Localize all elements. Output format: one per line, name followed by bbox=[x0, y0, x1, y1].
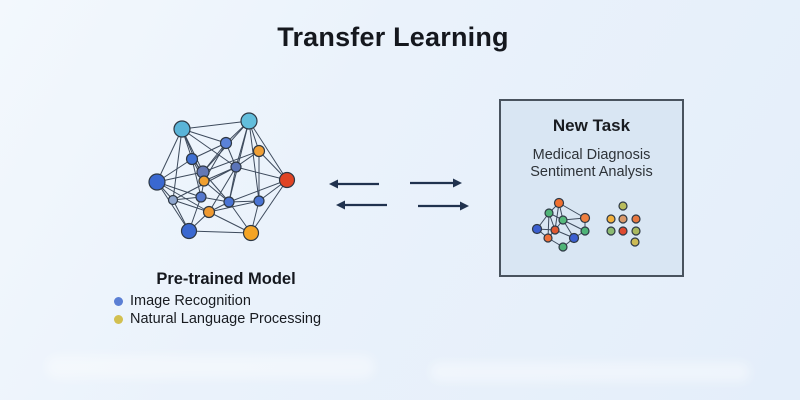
task-item-sentiment-analysis: Sentiment Analysis bbox=[530, 164, 653, 180]
pretrained-network-edge bbox=[172, 199, 210, 213]
newtask-scatter-dot bbox=[606, 214, 616, 224]
newtask-scatter-dot bbox=[630, 237, 640, 247]
page-title: Transfer Learning bbox=[277, 22, 509, 52]
newtask-network-node bbox=[553, 197, 565, 209]
transfer-arrow-head bbox=[329, 179, 338, 189]
newtask-network-node bbox=[543, 233, 553, 243]
newtask-scatter-dot bbox=[618, 201, 628, 211]
yellow-bullet-icon bbox=[114, 314, 123, 324]
newtask-network-node bbox=[558, 215, 568, 225]
legend-label: Natural Language Processing bbox=[130, 311, 322, 327]
pretrained-network-edge bbox=[228, 179, 288, 203]
pretrained-network-node bbox=[148, 173, 166, 191]
legend-label: Image Recognition bbox=[130, 293, 251, 309]
newtask-network-node bbox=[558, 242, 568, 252]
newtask-scatter-dot bbox=[618, 214, 628, 224]
new-task-panel: New Task Medical Diagnosis Sentiment Ana… bbox=[499, 99, 684, 277]
pretrained-network-edge bbox=[156, 181, 190, 232]
newtask-network-node bbox=[579, 212, 591, 224]
watermark-blob bbox=[430, 362, 750, 382]
pretrained-network-node bbox=[167, 194, 179, 206]
transfer-arrow-head bbox=[460, 201, 469, 211]
pretrained-network-edge bbox=[208, 166, 237, 213]
newtask-network-node bbox=[568, 232, 580, 244]
pretrained-network-edge bbox=[250, 179, 288, 234]
newtask-scatter-dot bbox=[631, 214, 641, 224]
pretrained-network-edge bbox=[228, 120, 250, 203]
legend-item-image-recognition: Image Recognition bbox=[114, 292, 321, 310]
pretrained-network-edge bbox=[248, 120, 288, 181]
pretrained-network-edge bbox=[208, 200, 260, 213]
new-task-list: Medical Diagnosis Sentiment Analysis bbox=[501, 147, 682, 181]
newtask-scatter-dot bbox=[618, 226, 628, 236]
pretrained-network-edge bbox=[228, 166, 237, 203]
pretrained-network-node bbox=[252, 144, 266, 158]
pretrained-network-edge bbox=[156, 128, 183, 183]
pretrained-network-node bbox=[198, 175, 210, 187]
pretrained-network-node bbox=[173, 120, 191, 138]
newtask-network-node bbox=[544, 208, 554, 218]
pretrained-network-node bbox=[185, 152, 199, 166]
pretrained-network-node bbox=[195, 191, 207, 203]
newtask-network-node bbox=[550, 225, 560, 235]
legend: Image Recognition Natural Language Proce… bbox=[114, 292, 321, 328]
newtask-network-node bbox=[580, 226, 590, 236]
pretrained-model-heading: Pre-trained Model bbox=[156, 270, 296, 288]
pretrained-network-edge bbox=[156, 181, 210, 213]
watermark-blob bbox=[45, 355, 375, 379]
task-item-medical-diagnosis: Medical Diagnosis bbox=[532, 147, 651, 163]
pretrained-network-node bbox=[230, 161, 242, 173]
pretrained-network-node bbox=[180, 222, 198, 240]
pretrained-network-node bbox=[219, 136, 233, 150]
pretrained-network-edge bbox=[181, 120, 250, 130]
newtask-scatter-dot bbox=[631, 226, 641, 236]
pretrained-network-edge bbox=[191, 158, 202, 198]
legend-item-nlp: Natural Language Processing bbox=[114, 310, 321, 328]
transfer-arrow-head bbox=[453, 178, 462, 188]
pretrained-network-edge bbox=[181, 128, 237, 168]
newtask-scatter-dot bbox=[606, 226, 616, 236]
pretrained-network-edge bbox=[235, 166, 288, 181]
newtask-network-node bbox=[531, 223, 543, 235]
pretrained-network-edge bbox=[202, 150, 260, 173]
pretrained-network-node bbox=[242, 224, 260, 242]
pretrained-network-edge bbox=[248, 120, 260, 202]
blue-bullet-icon bbox=[114, 296, 123, 306]
pretrained-network-node bbox=[240, 112, 258, 130]
pretrained-network-edge bbox=[191, 142, 227, 160]
pretrained-network-edge bbox=[188, 230, 252, 234]
transfer-arrow-head bbox=[336, 200, 345, 210]
pretrained-network-node bbox=[223, 196, 235, 208]
pretrained-network-node bbox=[202, 205, 216, 219]
pretrained-network-node bbox=[278, 171, 296, 189]
new-task-heading: New Task bbox=[552, 116, 631, 135]
pretrained-network-node bbox=[253, 195, 265, 207]
